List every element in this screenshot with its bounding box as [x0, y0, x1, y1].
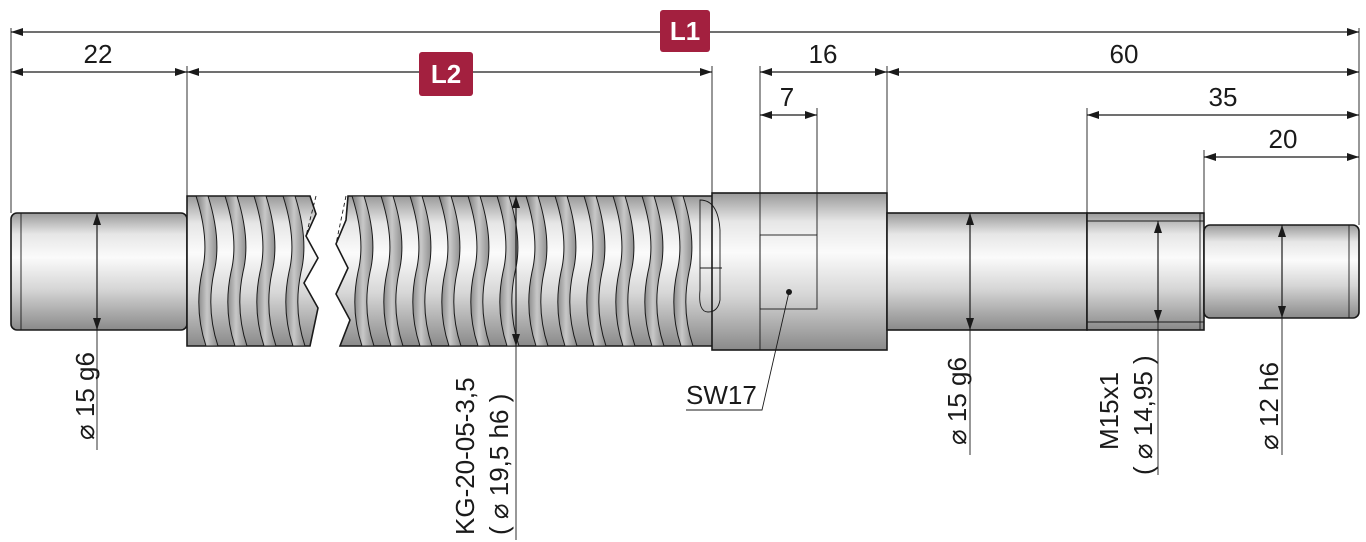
dimension-35: 35	[1209, 82, 1238, 112]
l1-badge: L1	[660, 10, 710, 52]
thread-groove	[525, 195, 549, 347]
thread-groove	[554, 195, 578, 347]
end-journal-diameter: ⌀ 12 h6	[1254, 362, 1284, 450]
shaft	[10, 192, 1360, 351]
thread-groove	[670, 195, 694, 347]
left-journal-diameter: ⌀ 15 g6	[70, 352, 100, 440]
l2-badge: L2	[419, 52, 473, 96]
thread-groove	[641, 195, 665, 347]
thread-groove	[438, 195, 462, 347]
thread-groove	[195, 195, 219, 347]
l2-badge-label: L2	[431, 59, 461, 89]
thread-runout-slot	[699, 199, 721, 313]
middle-journal-diameter: ⌀ 15 g6	[942, 357, 972, 445]
dimension-16: 16	[809, 39, 838, 69]
dimension-20: 20	[1269, 124, 1298, 154]
thread-groove	[380, 195, 404, 347]
dimension-22: 22	[84, 39, 113, 69]
thread-groove	[351, 195, 375, 347]
dimension-60: 60	[1110, 39, 1139, 69]
metric-thread-diameter: ( ⌀ 14,95 )	[1128, 355, 1158, 475]
metric-thread-designation: M15x1	[1094, 372, 1124, 450]
thread-designation: KG-20-05-3,5	[450, 377, 480, 535]
wrench-size-label: SW17	[686, 380, 757, 410]
thread-diameter: ( ⌀ 19,5 h6 )	[484, 394, 514, 535]
thread-groove	[224, 195, 248, 347]
thread-groove	[253, 195, 277, 347]
l1-badge-label: L1	[670, 16, 700, 46]
thread-grooves	[195, 195, 694, 347]
thread-groove	[467, 195, 491, 347]
thread-groove	[583, 195, 607, 347]
dimension-7: 7	[780, 82, 794, 112]
collar	[711, 192, 888, 351]
left-journal	[10, 212, 188, 331]
thread-groove	[409, 195, 433, 347]
middle-journal	[886, 212, 1088, 331]
thread-groove	[612, 195, 636, 347]
thread-groove	[282, 195, 306, 347]
metric-thread-section	[1086, 212, 1205, 331]
